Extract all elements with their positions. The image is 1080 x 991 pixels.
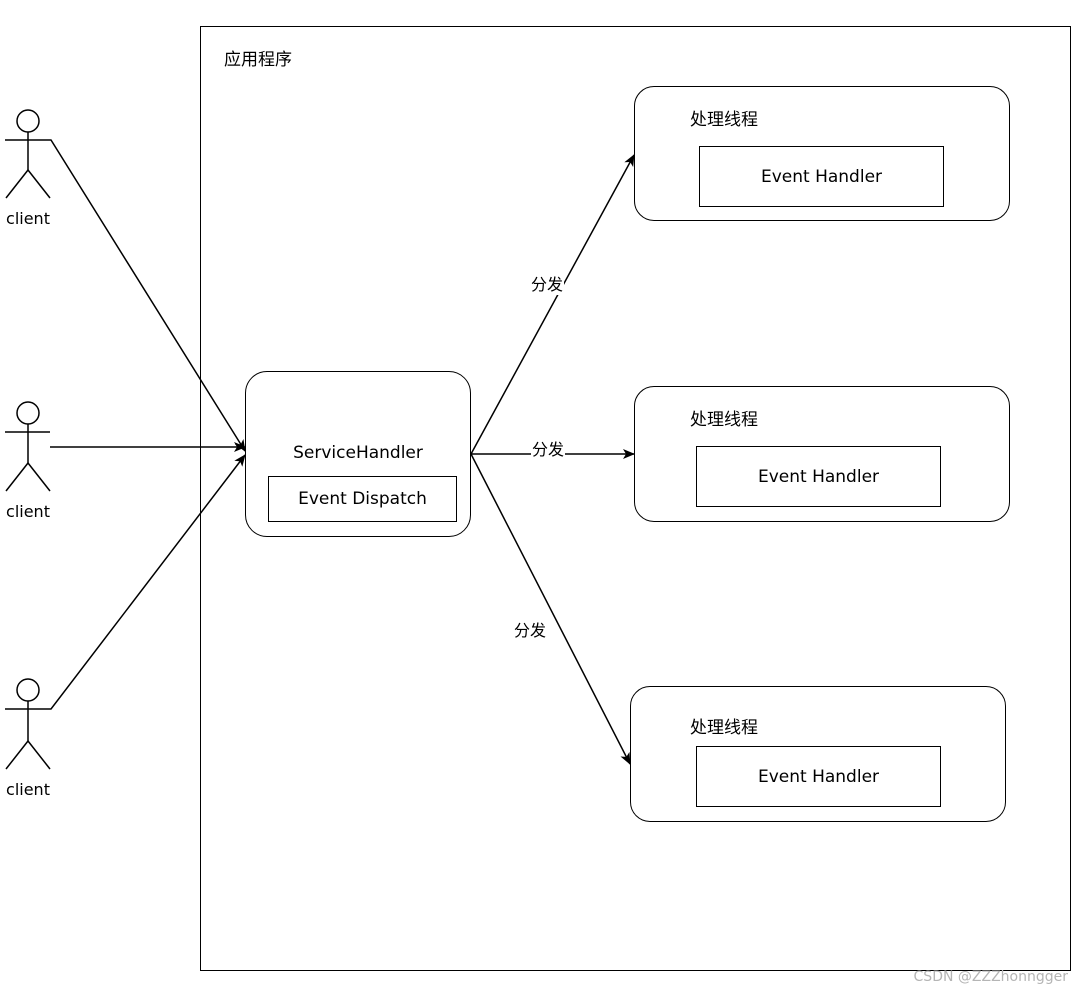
processing-thread-2-title: 处理线程 [690,410,758,430]
client-label-1: client [6,209,50,228]
event-handler-label-2: Event Handler [757,466,880,487]
application-frame [200,26,1071,971]
event-handler-label-1: Event Handler [760,166,883,187]
client-actor-1 [5,109,51,199]
client-label-2: client [6,502,50,521]
client-actor-2 [5,401,51,492]
dispatch-connector-1 [470,154,635,455]
client-actor-3 [5,678,51,770]
event-handler-label-3: Event Handler [757,766,880,787]
watermark: CSDN @ZZZhonngger [913,969,1068,985]
event-dispatch-label: Event Dispatch [298,489,427,509]
client-label-3: client [6,780,50,799]
dispatch-connector-3 [470,453,631,765]
event-handler-box-2: Event Handler [696,446,941,507]
dispatch-label-2: 分发 [531,436,566,460]
application-title: 应用程序 [224,50,292,70]
client-1-connector [50,139,246,452]
event-handler-box-3: Event Handler [696,746,941,807]
event-dispatch-box: Event Dispatch [268,476,457,522]
client-3-connector [50,454,246,710]
processing-thread-1-title: 处理线程 [690,110,758,130]
event-handler-box-1: Event Handler [699,146,944,207]
processing-thread-3-title: 处理线程 [690,718,758,738]
service-handler-title: ServiceHandler [293,443,423,463]
dispatch-label-3: 分发 [513,617,548,641]
dispatch-label-1: 分发 [530,271,565,295]
